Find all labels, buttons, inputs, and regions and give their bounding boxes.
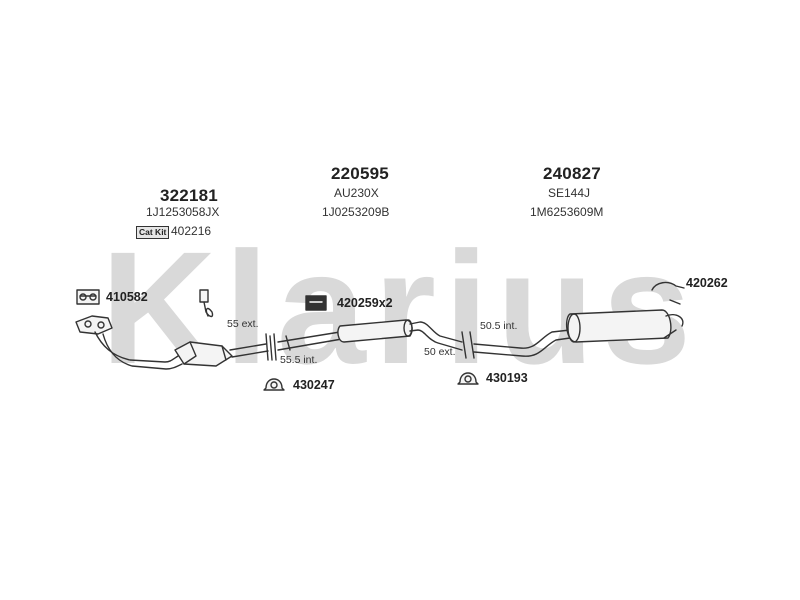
part-number-220595: 220595 [331, 164, 389, 183]
cat-kit-number: 402216 [171, 224, 212, 238]
mid-pipe-bend [409, 321, 463, 351]
ref2-220595: 1J0253209B [322, 205, 390, 219]
rubber-mount-rear-icon [457, 372, 479, 385]
accessory-rubber-mount-front: 430247 [293, 378, 335, 392]
front-joint [265, 333, 277, 361]
watermark-text: Klarius [101, 218, 699, 397]
clamp-icon [305, 295, 327, 311]
manifold-flange-icon [75, 315, 113, 335]
catalytic-converter-icon [174, 341, 233, 367]
centre-silencer-icon [285, 319, 413, 351]
joint-rear-ext: 50 ext. [424, 346, 456, 358]
rear-pipe [473, 329, 571, 357]
accessory-rubber-mount-rear: 430193 [486, 371, 528, 385]
accessory-gasket: 410582 [106, 290, 148, 304]
joint-rear-int: 50.5 int. [480, 320, 518, 332]
part-number-322181: 322181 [160, 186, 218, 205]
front-downpipe [94, 331, 179, 363]
cat-kit-badge: Cat Kit [136, 226, 170, 239]
ref1-240827: SE144J [548, 186, 591, 200]
gasket-icon [76, 289, 100, 305]
lambda-sensor-icon [199, 289, 214, 318]
rubber-mount-front-icon [263, 378, 285, 391]
ref-322181: 1J1253058JX [146, 205, 220, 219]
accessory-clamp-pair: 420259x2 [337, 296, 393, 310]
ref2-240827: 1M6253609M [530, 205, 604, 219]
joint-front-ext: 55 ext. [227, 318, 259, 330]
front-downpipe-lower [102, 333, 183, 370]
front-pipe [229, 343, 269, 358]
joint-front-int: 55.5 int. [280, 354, 318, 366]
accessory-rear-hanger: 420262 [686, 276, 728, 290]
rear-joint [461, 331, 475, 359]
intermediate-pipe [277, 331, 343, 351]
rear-hanger-icon [651, 281, 685, 305]
part-number-240827: 240827 [543, 164, 601, 183]
ref1-220595: AU230X [334, 186, 379, 200]
rear-silencer-icon [565, 309, 684, 343]
